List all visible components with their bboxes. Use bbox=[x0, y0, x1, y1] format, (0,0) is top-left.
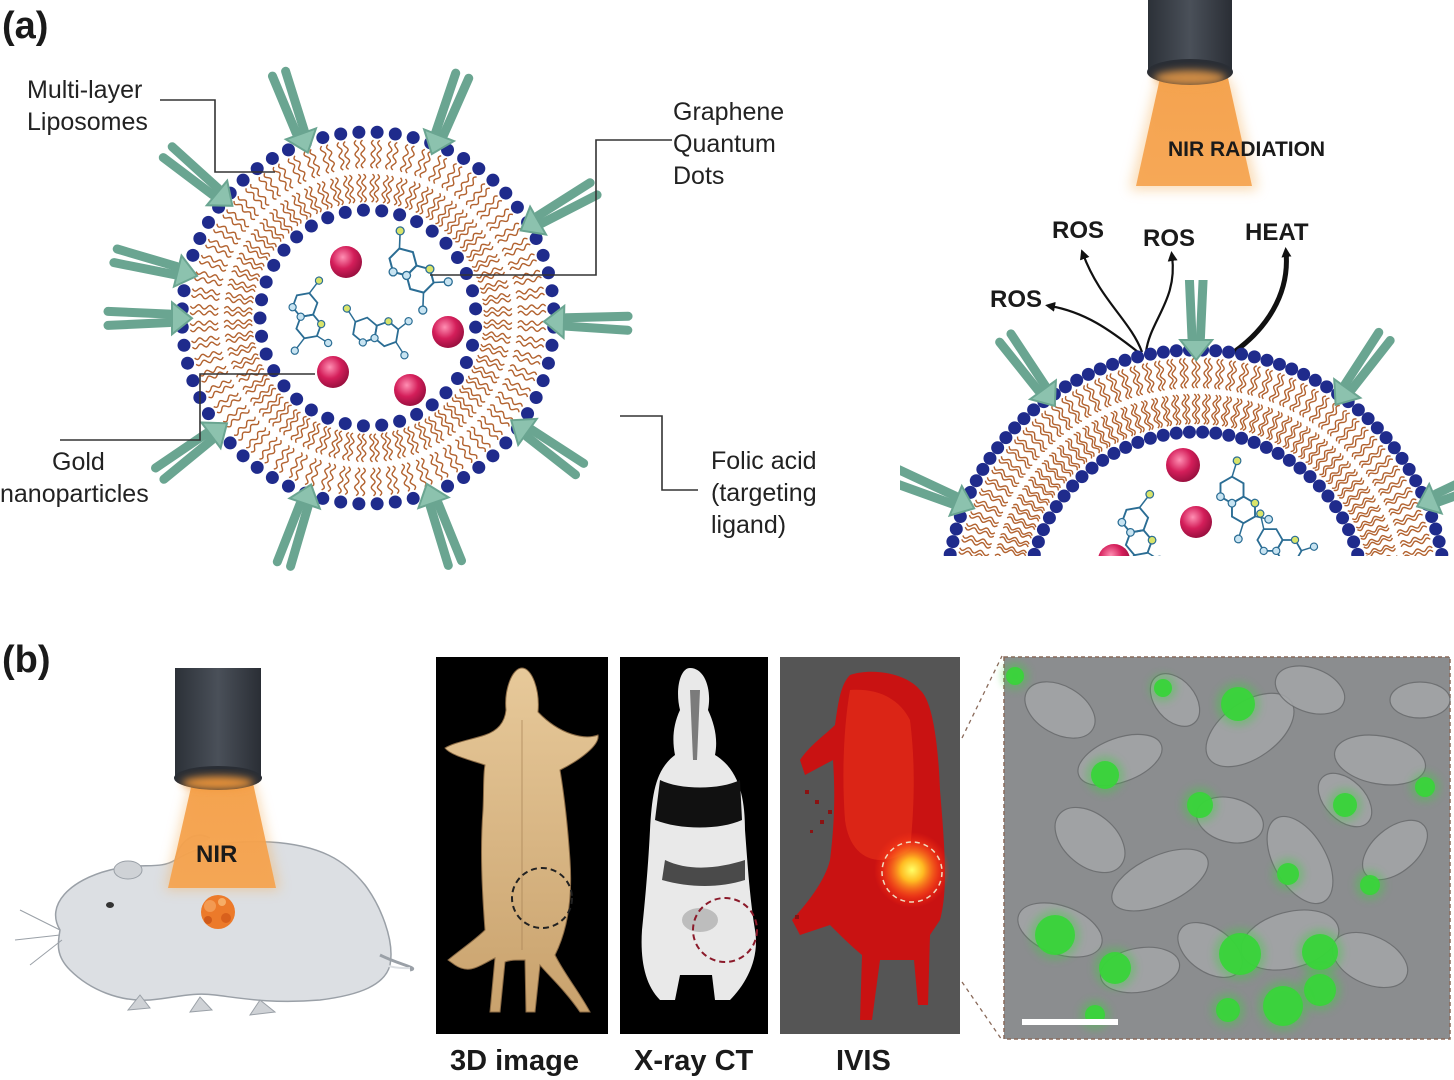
folic-acid-ligand bbox=[995, 329, 1057, 408]
graphene-quantum-dot bbox=[342, 304, 413, 360]
folic-acid-ligand bbox=[267, 66, 318, 155]
leader-folic bbox=[620, 415, 698, 491]
folic-acid-ligand bbox=[872, 573, 956, 605]
folic-acid-ligand bbox=[509, 417, 589, 480]
ros-label-2: ROS bbox=[1143, 225, 1195, 252]
gold-nanoparticle bbox=[317, 356, 349, 388]
gold-nanoparticle bbox=[1098, 544, 1130, 556]
folic-acid-ligand bbox=[158, 142, 234, 207]
scale-bar-icon bbox=[1022, 1019, 1118, 1025]
folic-acid-ligand bbox=[103, 300, 194, 337]
nir-radiation-label: NIR RADIATION bbox=[1168, 138, 1325, 161]
graphene-quantum-dot bbox=[1216, 456, 1274, 544]
label-folic: Folic acid (targeting ligand) bbox=[711, 447, 824, 539]
leader-gqd bbox=[430, 139, 672, 276]
label-gqd: Graphene Quantum Dots bbox=[673, 98, 791, 190]
nir-lamp-small-icon bbox=[165, 668, 280, 890]
gold-nanoparticle bbox=[432, 316, 464, 348]
liposome-icon bbox=[103, 66, 633, 571]
label-liposomes: Multi-layer Liposomes bbox=[27, 76, 149, 136]
zoom-line-top bbox=[961, 655, 1003, 739]
caption-3d: 3D image bbox=[450, 1045, 579, 1077]
folic-acid-ligand bbox=[1178, 280, 1215, 362]
microscopy-panel bbox=[1001, 656, 1451, 1040]
heat-label: HEAT bbox=[1245, 219, 1309, 246]
leader-liposomes bbox=[160, 99, 275, 173]
graphene-quantum-dot bbox=[1117, 489, 1164, 556]
folic-acid-ligand bbox=[272, 482, 322, 571]
gold-nanoparticle bbox=[1166, 448, 1200, 482]
liposome-core bbox=[288, 226, 464, 406]
folic-acid-ligand bbox=[542, 303, 633, 341]
folic-acid-ligand bbox=[900, 465, 976, 518]
folic-acid-ligand bbox=[151, 421, 229, 484]
folic-acid-ligand bbox=[519, 178, 602, 236]
graphene-quantum-dot bbox=[1256, 509, 1319, 556]
xray-ct-panel bbox=[620, 657, 768, 1034]
gold-nanoparticle bbox=[394, 374, 426, 406]
zoom-line-bottom bbox=[961, 981, 1003, 1041]
image-3d-panel bbox=[436, 657, 608, 1034]
ros-label-1: ROS bbox=[1052, 217, 1104, 244]
panel-b-letter: (b) bbox=[2, 639, 51, 681]
folic-acid-ligand bbox=[1436, 571, 1454, 603]
nir-small-label: NIR bbox=[196, 841, 237, 868]
caption-xray: X-ray CT bbox=[634, 1045, 754, 1077]
ros-arrows bbox=[1045, 247, 1292, 355]
liposome-partial-icon bbox=[872, 280, 1454, 605]
gold-nanoparticle bbox=[1180, 506, 1212, 538]
folic-acid-ligand bbox=[109, 244, 199, 289]
graphene-quantum-dot bbox=[288, 276, 333, 355]
caption-ivis: IVIS bbox=[836, 1045, 891, 1077]
graphene-quantum-dot bbox=[388, 226, 453, 315]
folic-acid-ligand bbox=[1333, 327, 1395, 407]
nir-lamp-icon bbox=[1130, 0, 1258, 190]
ivis-panel bbox=[780, 657, 960, 1034]
folic-acid-ligand bbox=[416, 482, 466, 570]
cell-field bbox=[1001, 662, 1451, 1031]
gold-nanoparticle bbox=[330, 246, 362, 278]
folic-acid-ligand bbox=[1415, 480, 1454, 516]
ros-label-3: ROS bbox=[990, 286, 1042, 313]
panel-a-letter: (a) bbox=[2, 5, 48, 47]
leader-gold bbox=[60, 373, 315, 441]
label-gold: Gold nanoparticles bbox=[0, 448, 149, 508]
tumor-icon bbox=[201, 895, 235, 929]
folic-acid-ligand bbox=[422, 68, 474, 156]
